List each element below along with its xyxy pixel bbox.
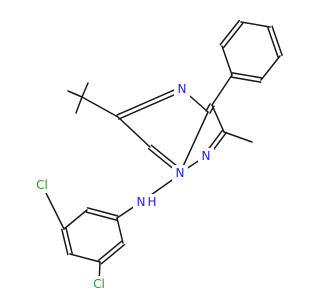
- atom-NH: N H: [133, 194, 159, 210]
- atom-Cl1-label: Cl: [36, 178, 48, 192]
- bond-a3-a4-b: [65, 227, 73, 255]
- bond-tbuc-tbum3: [75, 96, 83, 114]
- bond-ph2-ph3-a: [222, 22, 244, 49]
- bond-a6-a1: [116, 217, 124, 244]
- bond-c5-c6: [117, 116, 151, 148]
- bond-c5-n4-b: [116, 86, 182, 116]
- bond-c3-c3a-b: [209, 105, 215, 114]
- atom-Cl1: Cl: [31, 177, 53, 193]
- bond-ph3-ph4: [240, 21, 271, 28]
- atom-labels: N N N N H Cl Cl: [31, 81, 214, 292]
- atom-Cl2: Cl: [88, 276, 110, 292]
- atom-N4-label: N: [178, 82, 187, 96]
- bond-c2-me: [223, 131, 253, 143]
- atom-Cl2-label: Cl: [93, 277, 105, 291]
- bond-c3-ph1: [211, 74, 233, 106]
- atom-N2: N: [198, 148, 214, 164]
- atom-N1-label: N: [176, 166, 185, 180]
- bond-tbuc-c5: [81, 96, 119, 118]
- bond-c3-c3a-a: [205, 103, 211, 112]
- bond-a5-a6-b: [97, 240, 123, 262]
- atom-NH-label: N: [137, 195, 146, 209]
- bond-a1-a2-a: [86, 207, 119, 217]
- bond-ph1-ph2: [221, 45, 233, 76]
- bond-tbuc-tbum1: [67, 90, 83, 98]
- atom-N1: N: [172, 165, 188, 181]
- molecule-structure: N N N N H Cl Cl: [31, 19, 283, 292]
- bond-a1-a2-b: [85, 211, 118, 221]
- bond-ph4-ph5-a: [267, 26, 279, 58]
- atom-NH-hydrogen: H: [147, 195, 156, 209]
- bond-a3-a4-a: [61, 228, 69, 256]
- bond-ph2-ph3-b: [219, 19, 241, 46]
- atom-N4: N: [174, 81, 190, 97]
- bond-ph5-ph6: [260, 55, 281, 81]
- bond-tbuc-tbum2: [81, 82, 89, 98]
- bond-a2-a3: [63, 209, 88, 230]
- bonds: [41, 19, 283, 285]
- bond-ph6-ph1-a: [231, 72, 263, 79]
- bond-ph6-ph1-b: [230, 76, 262, 83]
- bond-a5-a6-a: [100, 243, 126, 265]
- bond-a4-a5: [69, 253, 101, 263]
- bond-ph4-ph5-b: [271, 25, 283, 57]
- bond-c2-c3: [211, 104, 225, 133]
- bond-c5-n4-a: [118, 90, 184, 120]
- atom-N2-label: N: [202, 149, 211, 163]
- bond-n1-c3a: [179, 111, 209, 174]
